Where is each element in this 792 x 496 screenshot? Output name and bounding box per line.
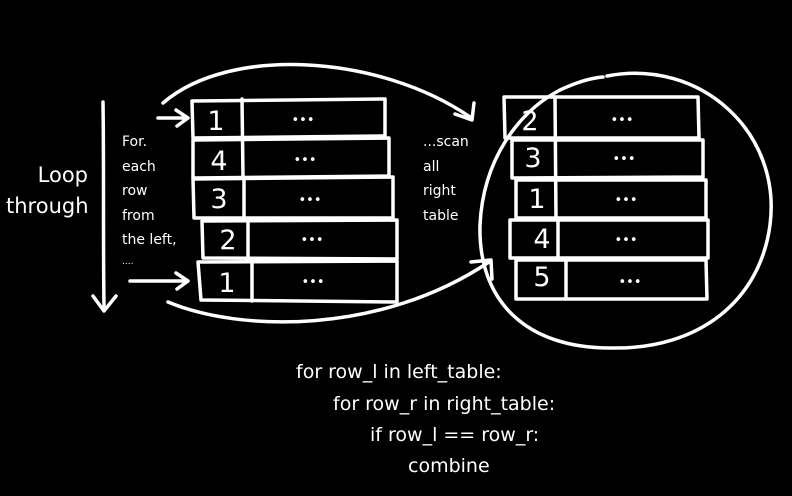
right-note-line: all [423,158,440,175]
right-value-cell: ••• [612,152,635,167]
left-table-lines [190,97,399,304]
left-value-cell: ••• [298,193,321,208]
left-note-line: the left, [122,232,177,248]
right-value-cell: ••• [614,193,637,208]
code-line-3: if row_l == row_r: [370,424,540,446]
right-table-circle [478,71,773,350]
right-value-cell: ••• [618,275,641,290]
code-line-2: for row_r in right_table: [333,393,556,415]
right-key-cell: 1 [528,184,545,215]
right-key-cell: 5 [533,262,550,293]
top-arc-arrowhead [453,101,476,122]
bottom-arc-arrowhead [469,258,494,281]
right-key-cell: 2 [521,106,538,137]
left-key-cell: 2 [219,225,236,256]
left-note-line: For. [122,134,148,150]
loop-down-arrowhead [91,294,118,313]
right-key-cell: 3 [524,143,541,174]
loop-through-label: Loop through [6,160,89,222]
left-key-cell: 1 [218,268,235,299]
left-note-line: row [122,183,148,199]
right-note-line: table [423,207,459,224]
last-row-arrow [128,271,190,291]
loop-down-arrow [101,100,106,308]
loop-label-line: Loop [37,163,88,187]
left-note-line: .... [122,256,134,267]
left-value-cell: ••• [300,233,323,248]
top-arc-arrow [161,62,472,119]
right-note-line: ...scan [423,134,469,150]
code-line-4: combine [408,455,490,477]
right-key-cell: 4 [533,224,550,255]
left-value-cell: ••• [291,113,314,128]
bottom-arc-arrow [166,260,491,324]
first-row-arrow [156,108,190,128]
loop-label-line: through [6,194,89,218]
right-value-cell: ••• [610,113,633,128]
right-note: ...scan all right table [423,130,469,228]
left-key-cell: 3 [210,184,227,215]
left-key-cell: 1 [207,106,224,137]
left-value-cell: ••• [293,153,316,168]
left-value-cell: ••• [301,275,324,290]
left-key-cell: 4 [210,146,227,177]
left-note: For. each row from the left, .... [122,130,177,271]
left-note-line: from [122,207,155,224]
code-line-1: for row_l in left_table: [296,361,502,383]
right-table-lines [502,95,710,301]
left-note-line: each [122,158,156,175]
right-note-line: right [423,183,456,199]
right-value-cell: ••• [614,233,637,248]
